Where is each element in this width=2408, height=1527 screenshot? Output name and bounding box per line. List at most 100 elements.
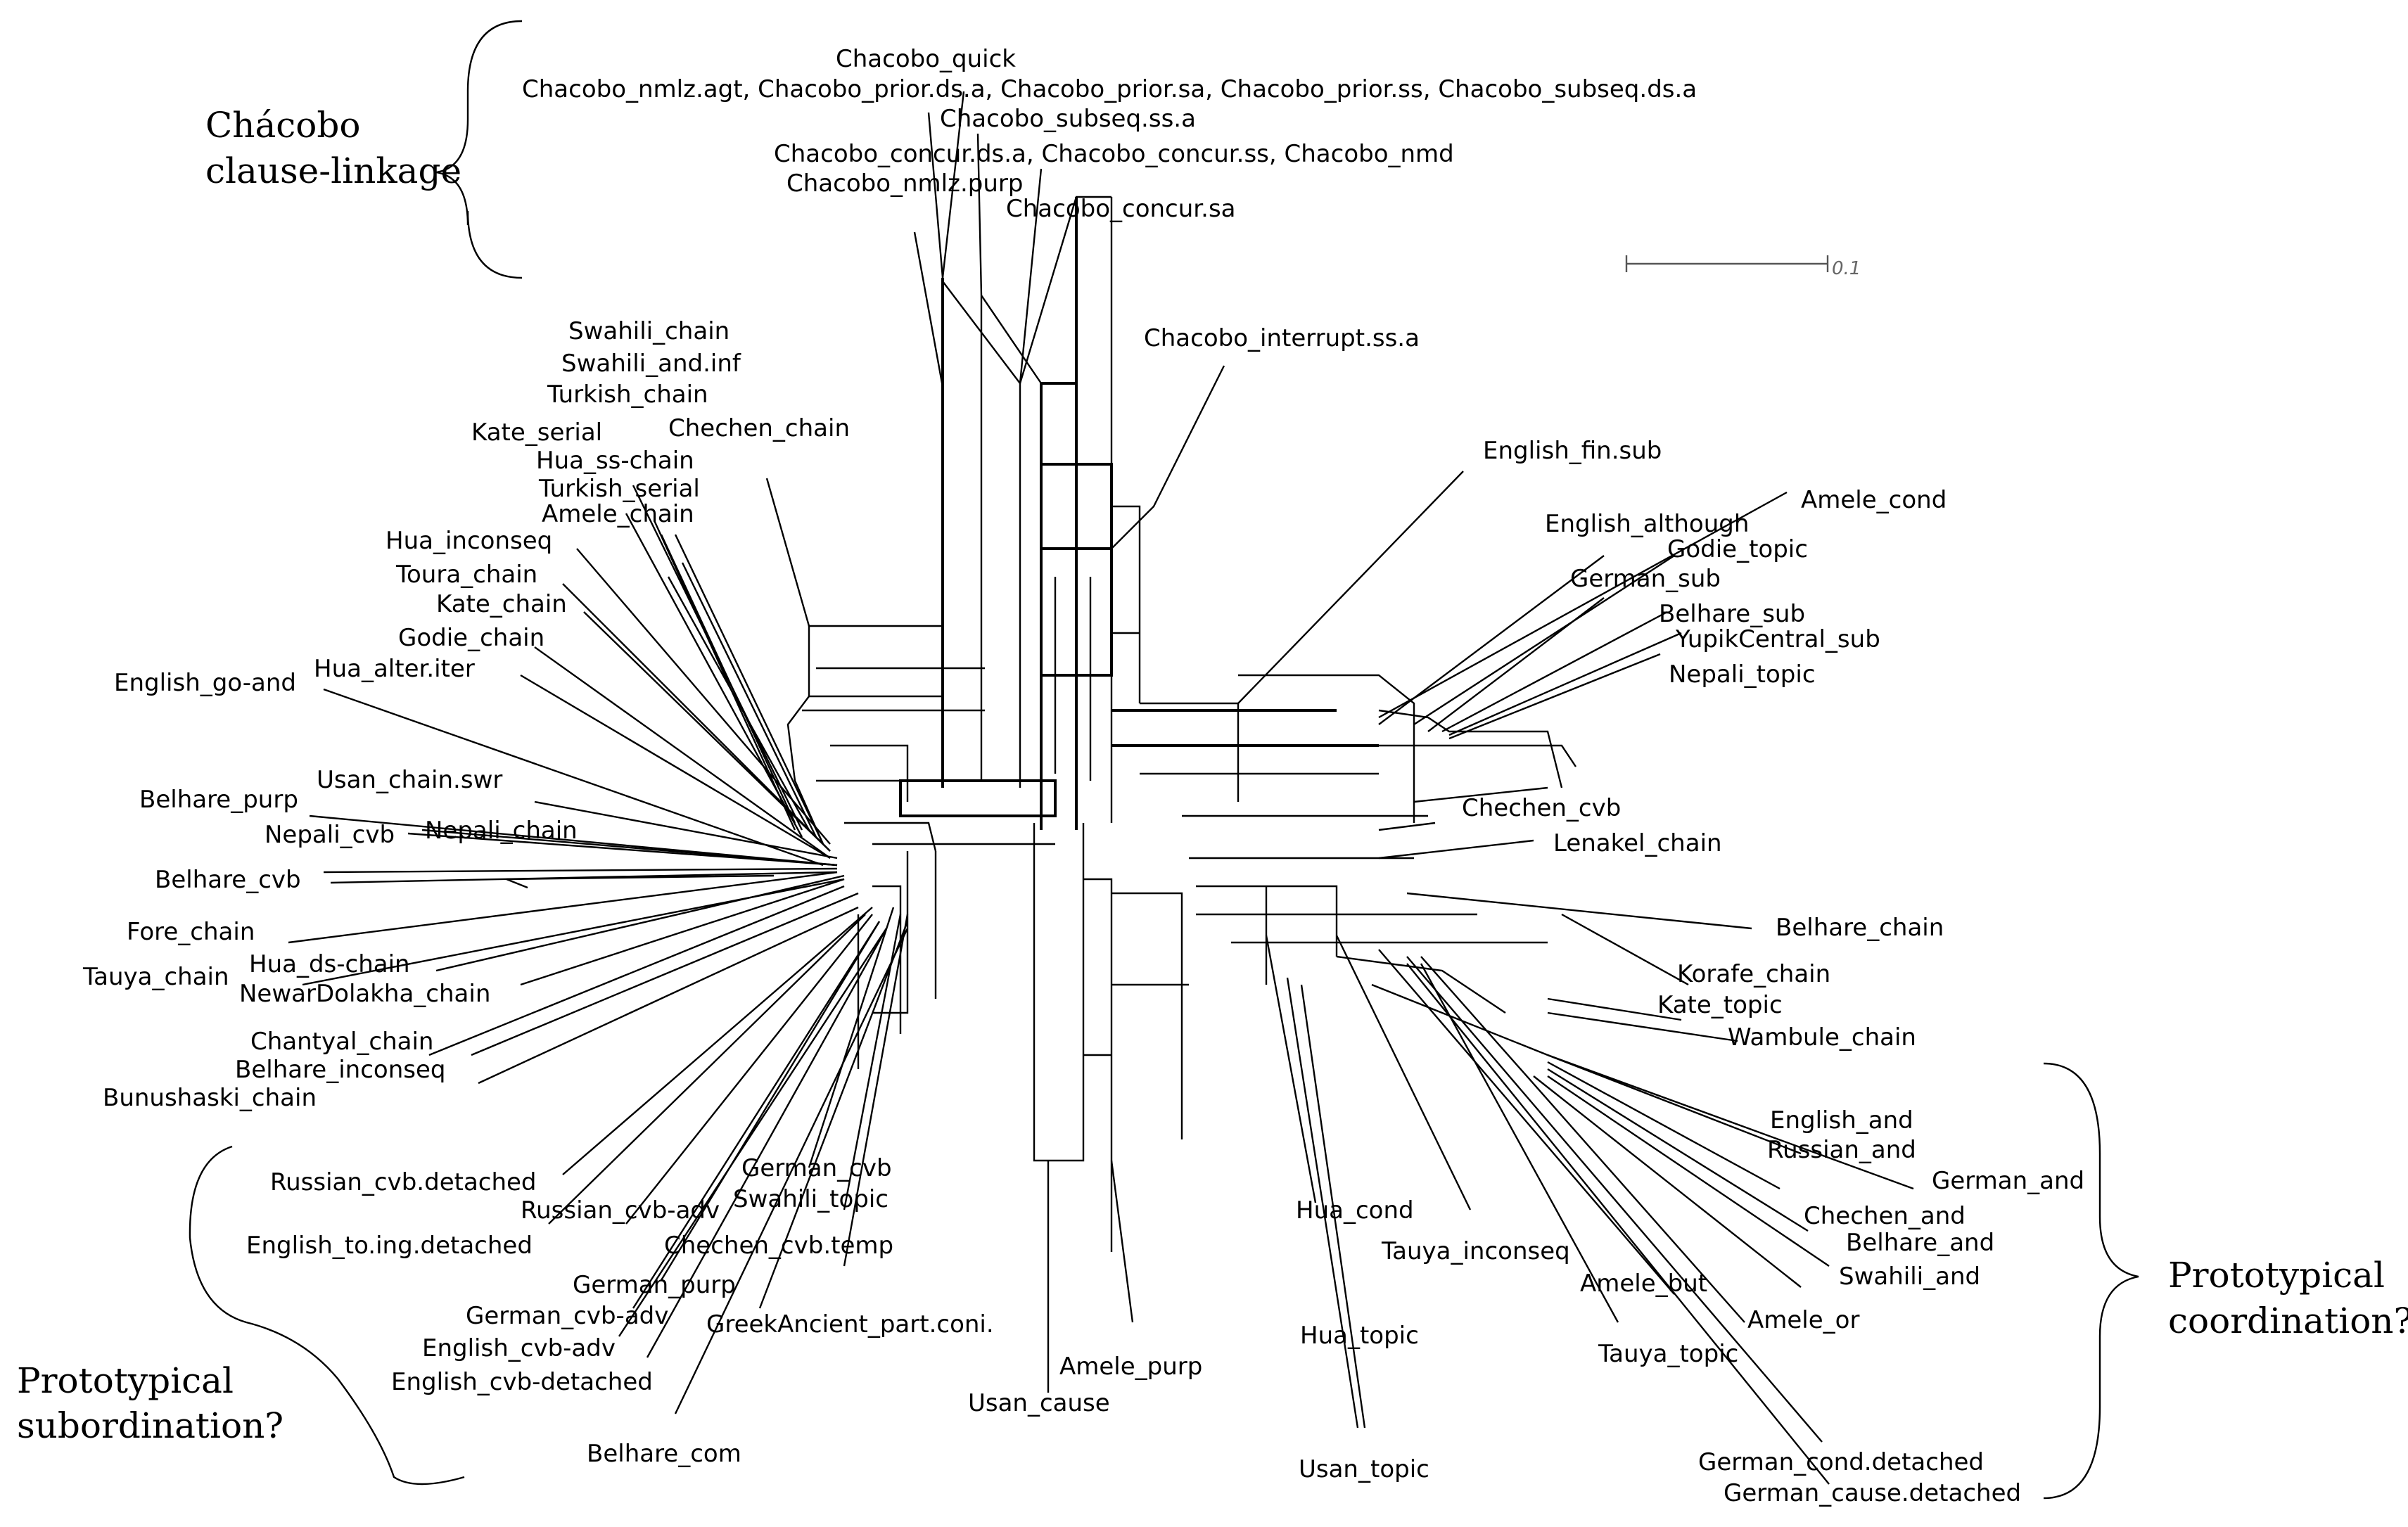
core-right-box-2 (1140, 702, 1379, 802)
label-belhare-chain: Belhare_chain (1776, 914, 1944, 942)
edge-usan-topic (1300, 984, 1366, 1429)
label-hua-cond: Hua_cond (1296, 1196, 1414, 1225)
label-kate-serial: Kate_serial (471, 419, 602, 447)
label-chechen-chain: Chechen_chain (668, 414, 850, 442)
edge-chacobo-subseq (976, 133, 983, 296)
network-core (786, 196, 1576, 1252)
edge-belhare-com (674, 928, 909, 1414)
core-bottom-box-2 (1083, 878, 1113, 1252)
label-german-purp: German_purp (573, 1271, 736, 1299)
core-left-box-3 (899, 779, 1057, 817)
label-swahili-chain: Swahili_chain (568, 317, 730, 345)
label-hua-topic: Hua_topic (1300, 1322, 1419, 1350)
label-chacobo-concur-sa: Chacobo_concur.sa (1006, 195, 1236, 223)
edge-belhare-inconseq (471, 892, 859, 1056)
label-toura-chain: Toura_chain (395, 561, 537, 589)
label-turkish-chain: Turkish_chain (547, 381, 708, 409)
coordination-group: Prototypical coordination? (2043, 1062, 2408, 1500)
edge-english-cvb-adv (618, 928, 888, 1337)
chacobo-group: Chácobo clause-linkage (205, 20, 523, 279)
scale-bar: 0.1 (1625, 255, 1861, 279)
label-amele-cond: Amele_cond (1801, 486, 1947, 514)
edge-german-cause-detached (1406, 963, 1830, 1485)
label-russian-cvb-detached: Russian_cvb.detached (270, 1168, 537, 1196)
edge-belhare-cvb-3 (506, 874, 775, 889)
label-usan-cause: Usan_cause (968, 1389, 1110, 1417)
edge-kate-topic (1547, 997, 1682, 1021)
edge-german-cond-detached (1406, 956, 1823, 1443)
edge-amele-but (1378, 949, 1675, 1295)
subordination-group-label-line2: subordination? (17, 1405, 284, 1446)
coordination-brace (2043, 1062, 2139, 1500)
label-german-and: German_and (1932, 1167, 2084, 1195)
edge-chacobo-quick (927, 112, 944, 279)
label-english-fin-sub: English_fin.sub (1483, 437, 1662, 465)
edge-amele-cond (1378, 491, 1788, 719)
label-wambule-chain: Wambule_chain (1728, 1023, 1916, 1052)
edge-english-fin-sub (1237, 471, 1464, 704)
label-fore-chain: Fore_chain (127, 918, 255, 946)
edge-nepali-chain (421, 829, 838, 867)
label-chacobo-nmlz-line: Chacobo_nmlz.agt, Chacobo_prior.ds.a, Ch… (522, 75, 1697, 103)
edge-greekancient (758, 921, 909, 1309)
label-hua-ds-chain: Hua_ds-chain (249, 950, 410, 978)
label-swahili-and-inf: Swahili_and.inf (561, 350, 741, 378)
edge-newardolakha (520, 878, 845, 986)
edge-english-go-and (323, 688, 824, 867)
label-german-sub: German_sub (1570, 565, 1721, 593)
label-lenakel-chain: Lenakel_chain (1553, 829, 1722, 857)
core-right-box-3 (1182, 814, 1428, 860)
core-box-6 (1041, 547, 1113, 677)
edge-english-and (1547, 1054, 1802, 1155)
edge-amele-or (1420, 956, 1745, 1323)
label-nepali-cvb: Nepali_cvb (265, 821, 395, 849)
edge-hua-ss (660, 534, 796, 824)
edge-usan-chain-swr (534, 800, 838, 860)
coordination-group-label-line2: coordination? (2168, 1301, 2408, 1341)
label-chechen-and: Chechen_and (1804, 1202, 1966, 1230)
edge-chechen-cvb (1378, 822, 1436, 831)
label-newardolakha-chain: NewarDolakha_chain (239, 980, 490, 1008)
core-box-5 (981, 295, 1042, 384)
edge-amele-purp (1110, 1160, 1134, 1323)
label-chacobo-interrupt: Chacobo_interrupt.ss.a (1144, 324, 1420, 352)
edge-swahili-and-inf (681, 562, 817, 838)
edge-chantyal (428, 885, 845, 1056)
label-chechen-cvb-temp: Chechen_cvb.temp (664, 1232, 893, 1260)
edge-chechen-and (1547, 1068, 1809, 1232)
label-nepali-topic: Nepali_topic (1669, 660, 1816, 689)
label-tauya-chain: Tauya_chain (82, 963, 229, 991)
label-amele-chain: Amele_chain (542, 500, 694, 528)
edge-hua-alter (520, 674, 831, 860)
edge-swahili-chain (674, 534, 824, 845)
label-chacobo-nmlz-purp: Chacobo_nmlz.purp (786, 170, 1023, 198)
label-usan-topic: Usan_topic (1299, 1455, 1429, 1483)
label-tauya-inconseq: Tauya_inconseq (1381, 1237, 1570, 1265)
edge-belhare-and (1547, 1075, 1830, 1267)
core-left-box-2 (802, 667, 985, 712)
edge-german-sub (1427, 597, 1605, 732)
edge-tauya-inconseq (1335, 935, 1472, 1210)
label-greekancient-part-coni: GreekAncient_part.coni. (706, 1310, 994, 1338)
label-chacobo-concur-line: Chacobo_concur.ds.a, Chacobo_concur.ss, … (774, 140, 1454, 168)
label-amele-or: Amele_or (1747, 1306, 1859, 1334)
edge-wambule (1547, 1011, 1738, 1042)
edge-belhare-sub (1441, 611, 1668, 733)
label-english-although: English_although (1545, 510, 1749, 538)
edge-amele-chain (625, 513, 803, 838)
edge-russian-cvb-detached (562, 907, 873, 1175)
core-left-box-6 (844, 822, 1055, 852)
label-chacobo-subseq-ss-a: Chacobo_subseq.ss.a (940, 105, 1196, 133)
core-right-box-4 (1238, 674, 1415, 823)
label-english-to-ing-detached: English_to.ing.detached (246, 1232, 533, 1260)
label-belhare-cvb: Belhare_cvb (155, 866, 301, 894)
edge-russian-cvb-adv (625, 914, 873, 1225)
edge-korafe (1561, 913, 1689, 986)
edge-hua-ds (435, 874, 845, 972)
coordination-group-label-line1: Prototypical (2168, 1255, 2385, 1296)
label-english-cvb-detached: English_cvb-detached (391, 1368, 653, 1396)
core-box-3 (1019, 196, 1111, 384)
subordination-brace (189, 1145, 465, 1486)
label-usan-chain-swr: Usan_chain.swr (317, 766, 502, 794)
